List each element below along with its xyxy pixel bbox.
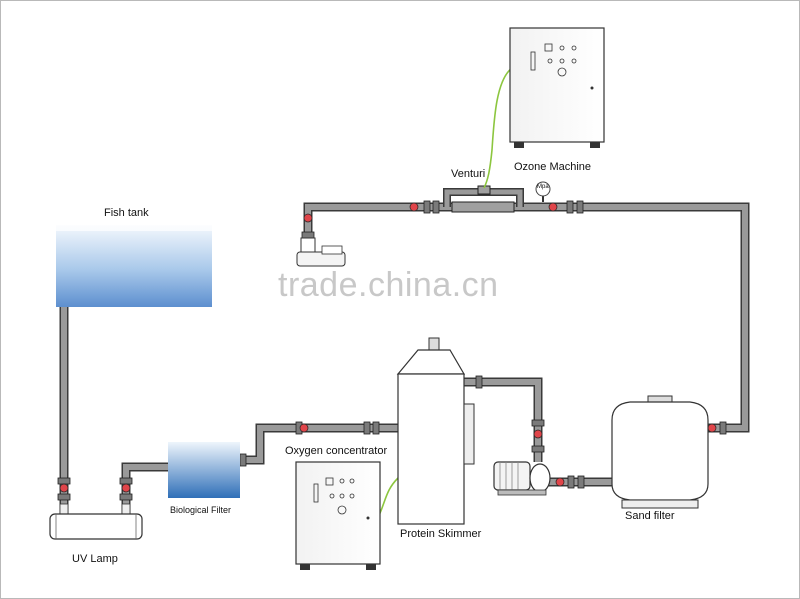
protein-skimmer-label: Protein Skimmer [400, 528, 482, 540]
gauge-label: Mpa [537, 184, 549, 190]
venturi-label: Venturi [451, 168, 486, 180]
valve [299, 423, 309, 433]
ozone-machine-label: Ozone Machine [514, 161, 592, 173]
valve [707, 423, 717, 433]
pressure-gauge [535, 181, 551, 202]
oxygen-concentrator-unit [295, 461, 381, 570]
watermark-text: trade.china.cn [278, 266, 499, 304]
uv-lamp [49, 503, 143, 540]
ozone-machine-unit [509, 27, 605, 148]
pipe-couplings [57, 200, 727, 501]
valve [59, 483, 69, 493]
valve [555, 477, 565, 487]
fish-tank-label: Fish tank [104, 207, 149, 219]
fish-tank [56, 225, 212, 307]
dosing-unit [296, 237, 346, 267]
valve [303, 213, 313, 223]
valve [548, 202, 558, 212]
protein-skimmer-unit [396, 337, 475, 525]
venturi-body [451, 185, 515, 213]
pipe-top-loop [303, 202, 750, 433]
oxygen-concentrator-label: Oxygen concentrator [285, 445, 388, 457]
pipe-uv-to-biofilter [121, 462, 168, 520]
biological-filter [168, 442, 240, 498]
biological-filter-label: Biological Filter [170, 505, 232, 515]
valve [533, 429, 543, 439]
valve [121, 483, 131, 493]
oxygen-gas-line [377, 477, 399, 519]
valve [409, 202, 419, 212]
sand-filter-label: Sand filter [625, 510, 675, 522]
sand-filter-unit [611, 395, 709, 509]
pipe-skimmer-to-pump [464, 377, 543, 462]
uv-lamp-label: UV Lamp [72, 553, 118, 565]
water-pump [493, 461, 551, 496]
ozone-gas-line [483, 67, 513, 189]
